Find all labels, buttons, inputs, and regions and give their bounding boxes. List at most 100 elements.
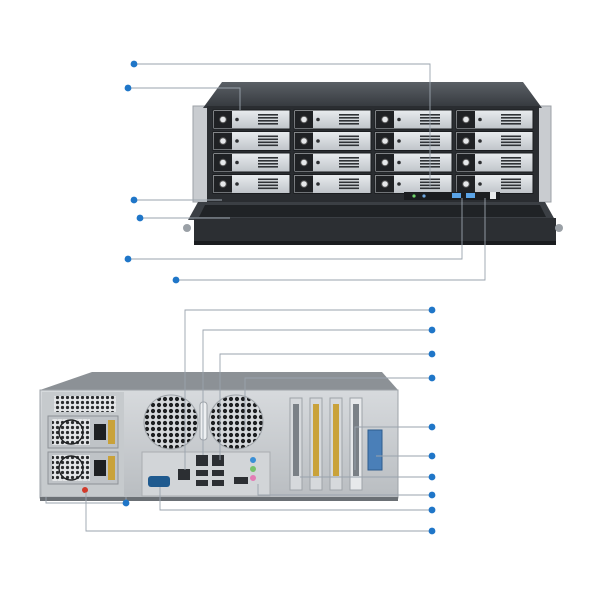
tray-vent-slot <box>339 181 359 184</box>
tray-vent-slot <box>339 166 359 168</box>
rear-chassis-top <box>40 372 398 390</box>
tray-led <box>478 160 482 165</box>
callout-leader-line <box>176 198 486 281</box>
drive-tray[interactable] <box>293 152 372 173</box>
tray-vent-slot <box>258 141 278 144</box>
psu-handle <box>108 456 115 480</box>
front-usb-port-2 <box>466 193 475 198</box>
tray-vent-slot <box>501 178 521 181</box>
callout <box>130 196 222 204</box>
pcie-slot <box>309 397 323 491</box>
chassis-top <box>203 82 542 108</box>
psu-fan-icon <box>58 455 84 481</box>
tray-lock-icon <box>219 137 227 145</box>
tray-led <box>397 160 401 165</box>
drive-tray[interactable] <box>455 152 534 173</box>
tray-vent-slot <box>339 178 359 181</box>
callout <box>130 60 431 188</box>
drive-tray[interactable] <box>455 131 534 151</box>
tray-vent-slot <box>258 120 278 122</box>
power-socket <box>94 424 106 440</box>
callout-dot <box>136 214 144 222</box>
callout-dot <box>124 255 132 263</box>
callout <box>219 350 436 460</box>
callout-leader-line <box>85 492 432 532</box>
drive-tray[interactable] <box>212 131 291 151</box>
callout-leader-line <box>202 329 432 455</box>
tray-vent-slot <box>258 114 278 116</box>
tray-lock-icon <box>219 115 227 124</box>
callout-leader-line <box>159 487 432 511</box>
callout-dot <box>124 84 132 92</box>
rear-feet-bar <box>40 497 398 501</box>
tray-vent-slot <box>258 160 278 162</box>
callout-dot <box>428 491 436 499</box>
drive-tray[interactable] <box>293 174 372 194</box>
tray-vent-slot <box>339 123 359 125</box>
tray-vent-slot <box>420 187 440 190</box>
callout <box>136 214 230 222</box>
tray-led <box>316 160 320 165</box>
rear-view <box>39 372 399 501</box>
drive-tray[interactable] <box>212 174 291 194</box>
tray-lock-icon <box>300 115 308 124</box>
usb-port-1 <box>196 470 208 476</box>
power-supply-unit[interactable] <box>47 415 119 449</box>
drive-tray[interactable] <box>293 109 372 130</box>
tray-lock-icon <box>462 158 470 167</box>
base-shadow <box>194 241 556 245</box>
tray-vent-slot <box>258 135 278 138</box>
tray-vent-slot <box>501 144 521 147</box>
drive-tray[interactable] <box>374 174 453 194</box>
pcie-card-edge <box>313 404 319 476</box>
callout-dot <box>130 60 138 68</box>
callout-dot <box>122 499 130 507</box>
callout-leader-line <box>134 63 431 188</box>
tray-lock-icon <box>219 180 227 188</box>
vga-port <box>148 476 170 487</box>
drive-tray[interactable] <box>374 131 453 151</box>
tray-vent-slot <box>339 135 359 138</box>
left-foot <box>183 224 191 232</box>
tray-vent-slot <box>258 123 278 125</box>
tray-lock-icon <box>381 158 389 167</box>
tray-vent-slot <box>258 184 278 187</box>
tray-vent-slot <box>339 120 359 122</box>
callout-dot <box>428 452 436 460</box>
drive-tray[interactable] <box>293 131 372 151</box>
tray-lock-icon <box>300 158 308 167</box>
power-supply-stack <box>47 415 119 493</box>
tray-vent-slot <box>339 141 359 144</box>
tray-vent-slot <box>501 123 521 125</box>
drive-tray[interactable] <box>212 109 291 130</box>
tray-vent-slot <box>501 184 521 187</box>
tray-vent-slot <box>501 114 521 116</box>
tray-vent-slot <box>339 157 359 159</box>
tray-lock-icon <box>381 180 389 188</box>
audio-jack-1 <box>250 457 256 463</box>
tray-vent-slot <box>501 117 521 119</box>
callout-dot <box>428 473 436 481</box>
usb-port-2 <box>212 470 224 476</box>
callout <box>124 84 241 110</box>
power-supply-unit[interactable] <box>47 451 119 485</box>
drive-tray[interactable] <box>374 109 453 130</box>
drive-tray[interactable] <box>455 109 534 130</box>
tray-vent-slot <box>258 187 278 190</box>
tray-vent-slot <box>258 144 278 147</box>
lan-port-1 <box>196 455 208 466</box>
drive-tray[interactable] <box>455 174 534 194</box>
tray-vent-slot <box>501 160 521 162</box>
usb-port-3 <box>196 480 208 486</box>
drive-tray[interactable] <box>212 152 291 173</box>
audio-jack-2 <box>250 466 256 472</box>
pcie-slot <box>349 397 363 491</box>
pcie-card-edge <box>353 404 359 476</box>
tray-lock-icon <box>381 115 389 124</box>
tray-lock-icon <box>462 115 470 124</box>
tray-led <box>235 160 239 165</box>
alarm-reset-button[interactable] <box>82 487 88 493</box>
power-led <box>412 194 416 198</box>
drive-tray[interactable] <box>374 152 453 173</box>
